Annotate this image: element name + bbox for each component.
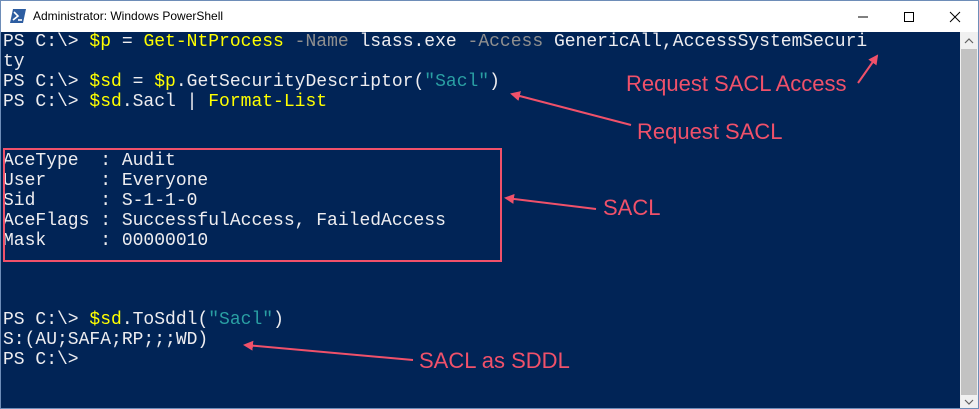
close-icon [949, 11, 961, 23]
console-text-segment: S:(AU;SAFA;RP;;;WD) [3, 330, 209, 350]
console-line: PS C:\> $sd.Sacl | Format-List [3, 92, 327, 112]
console-text-segment: PS C:\> [3, 310, 90, 330]
console-text-segment: $p [154, 72, 176, 92]
annotation-request-sacl-access: Request SACL Access [626, 71, 847, 96]
window-title: Administrator: Windows PowerShell [33, 9, 224, 23]
console-text-segment: Sid : S-1-1-0 [3, 191, 198, 211]
console-text-segment: Mask : 00000010 [3, 231, 209, 251]
console-line: PS C:\> $sd.ToSddl("Sacl") [3, 310, 284, 330]
console-text-segment: $sd [89, 92, 122, 112]
console-text-segment: .ToSddl( [121, 310, 209, 330]
chevron-down-icon [964, 399, 974, 405]
console-line: PS C:\> [3, 350, 79, 370]
annotation-sacl-as-sddl: SACL as SDDL [419, 348, 570, 373]
console-line: S:(AU;SAFA;RP;;;WD) [3, 330, 208, 350]
console-text-segment: .Sacl | [121, 92, 209, 112]
minimize-button[interactable] [840, 1, 886, 32]
title-bar[interactable]: Administrator: Windows PowerShell [1, 1, 978, 32]
vertical-scrollbar[interactable] [960, 32, 978, 408]
console-text-segment: $p [89, 32, 112, 52]
sacl-highlight-box [3, 148, 502, 262]
console-line: Sid : S-1-1-0 [3, 191, 197, 211]
console-text-segment: = [111, 32, 144, 52]
scroll-thumb[interactable] [961, 49, 977, 395]
powershell-icon [10, 9, 26, 23]
console-line: ty [3, 52, 25, 72]
console-text-segment: lsass.exe [348, 32, 457, 52]
console-line: AceFlags : SuccessfulAccess, FailedAcces… [3, 211, 446, 231]
console-line: User : Everyone [3, 171, 208, 191]
console-text-segment: -Access [456, 32, 544, 52]
console-text-segment: -Name [283, 32, 349, 52]
console-line: Mask : 00000010 [3, 231, 208, 251]
console-text-segment: PS C:\> [3, 72, 90, 92]
console-text-segment: PS C:\> [3, 32, 90, 52]
annotation-request-sacl: Request SACL [637, 119, 783, 144]
console-text-segment: "Sacl" [424, 72, 490, 92]
console-line: PS C:\> $sd = $p.GetSecurityDescriptor("… [3, 72, 500, 92]
annotation-sacl: SACL [603, 195, 661, 220]
console-text-segment: PS C:\> [3, 92, 90, 112]
console-text-segment: AceType : Audit [3, 151, 176, 171]
maximize-button[interactable] [886, 1, 932, 32]
chevron-up-icon [964, 38, 974, 44]
console-line: PS C:\> $p = Get-NtProcess -Name lsass.e… [3, 32, 867, 52]
console-text-segment: ) [489, 72, 500, 92]
console-text-segment: User : Everyone [3, 171, 209, 191]
console-text-segment: .GetSecurityDescriptor( [175, 72, 425, 92]
close-button[interactable] [932, 1, 978, 32]
minimize-icon [858, 16, 868, 18]
console-text-segment: GenericAll,AccessSystemSecuri [543, 32, 868, 52]
maximize-icon [904, 12, 914, 22]
console-text-segment: ty [3, 52, 25, 72]
console-text-segment: AceFlags : SuccessfulAccess, FailedAcces… [3, 211, 446, 231]
console-text-segment: = [121, 72, 155, 92]
console-text-segment: ) [273, 310, 284, 330]
console-text-segment: "Sacl" [208, 310, 274, 330]
scroll-up-button[interactable] [960, 32, 978, 49]
console-text-segment: $sd [89, 310, 122, 330]
console-text-segment: PS C:\> [3, 350, 79, 370]
console-text-segment: $sd [89, 72, 122, 92]
console-text-segment: Format-List [208, 92, 328, 112]
console-output[interactable]: PS C:\> $p = Get-NtProcess -Name lsass.e… [1, 32, 960, 408]
console-text-segment: Get-NtProcess [143, 32, 284, 52]
console-line: AceType : Audit [3, 151, 176, 171]
scroll-down-button[interactable] [960, 393, 978, 408]
